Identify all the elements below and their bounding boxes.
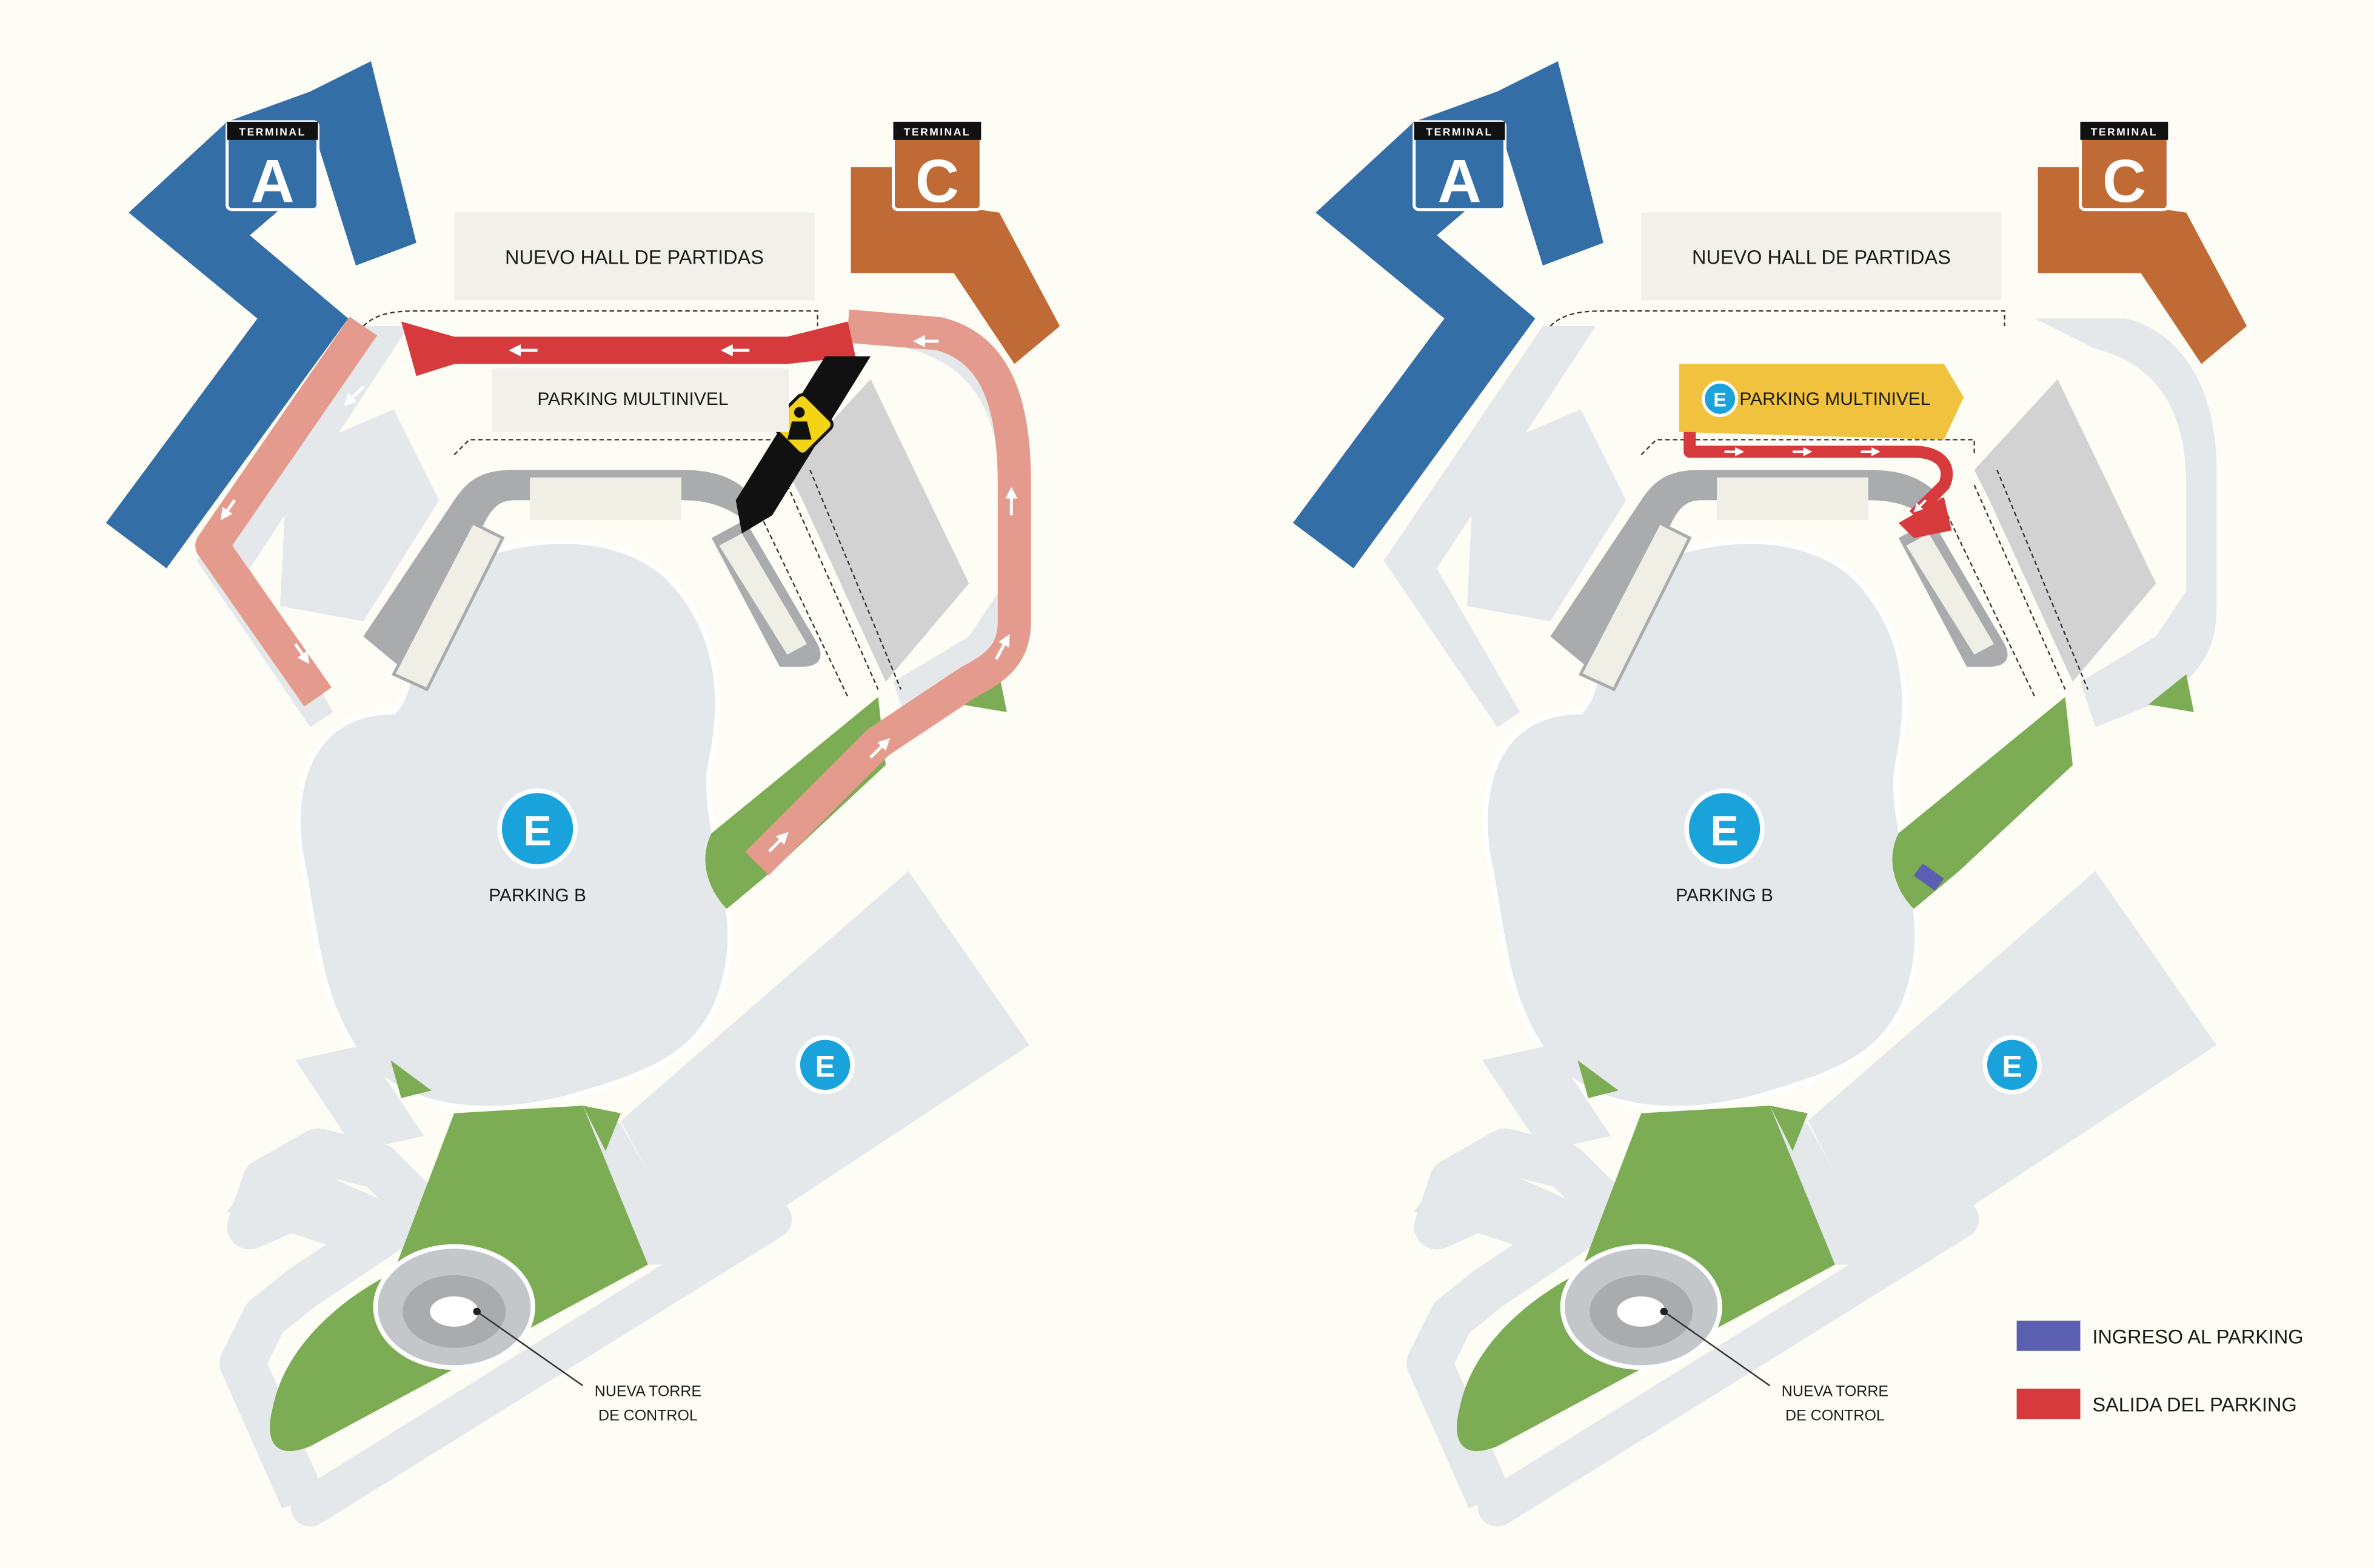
svg-text:C: C bbox=[915, 148, 959, 215]
terminal-c-building bbox=[2038, 167, 2247, 364]
entry-route bbox=[1913, 863, 1944, 891]
tower-label-line2: DE CONTROL bbox=[1785, 1407, 1885, 1424]
svg-text:E: E bbox=[815, 1050, 835, 1084]
legend-item-entry: INGRESO AL PARKING bbox=[2016, 1320, 2304, 1351]
parking-multinivel-highlight bbox=[1679, 364, 1964, 440]
tower-label-line1: NUEVA TORRE bbox=[595, 1383, 701, 1400]
svg-text:INGRESO AL PARKING: INGRESO AL PARKING bbox=[2092, 1326, 2303, 1347]
parking-b-icon: E bbox=[497, 788, 578, 869]
svg-text:SALIDA DEL PARKING: SALIDA DEL PARKING bbox=[2092, 1394, 2296, 1416]
hall-label: NUEVO HALL DE PARTIDAS bbox=[505, 247, 764, 269]
terminal-a-building bbox=[105, 61, 416, 569]
svg-text:TERMINAL: TERMINAL bbox=[1426, 125, 1493, 138]
parking-b-label: PARKING B bbox=[489, 886, 586, 906]
parking-multinivel-icon: E bbox=[1702, 380, 1739, 417]
svg-text:TERMINAL: TERMINAL bbox=[904, 125, 971, 138]
svg-text:E: E bbox=[1713, 389, 1727, 410]
terminal-c-building bbox=[851, 167, 1060, 364]
map-after: NUEVO HALL DE PARTIDAS E PARKING MULTINI… bbox=[1292, 61, 2247, 1507]
svg-text:E: E bbox=[1710, 807, 1739, 855]
parking-b-label: PARKING B bbox=[1676, 886, 1773, 906]
svg-text:A: A bbox=[250, 148, 294, 215]
terminal-c-badge: TERMINAL C bbox=[2078, 120, 2170, 215]
legend-item-exit: SALIDA DEL PARKING bbox=[2016, 1389, 2297, 1420]
svg-text:TERMINAL: TERMINAL bbox=[2091, 125, 2158, 138]
terminal-a-badge: TERMINAL A bbox=[1413, 120, 1506, 215]
map-before: NUEVO HALL DE PARTIDAS PARKING MULTINIVE… bbox=[105, 61, 1060, 1507]
terminal-a-badge: TERMINAL A bbox=[226, 120, 319, 215]
parking-icon-lower: E bbox=[1982, 1035, 2042, 1095]
tower-label-line2: DE CONTROL bbox=[598, 1407, 698, 1424]
svg-text:TERMINAL: TERMINAL bbox=[239, 125, 306, 138]
parking-multinivel-label: PARKING MULTINIVEL bbox=[537, 389, 728, 409]
tower-label-line1: NUEVA TORRE bbox=[1782, 1383, 1888, 1400]
closed-route bbox=[195, 309, 1031, 876]
parking-multinivel-box bbox=[492, 368, 789, 432]
svg-text:C: C bbox=[2102, 148, 2146, 215]
hall-box bbox=[1641, 212, 2002, 301]
svg-text:E: E bbox=[2002, 1050, 2022, 1084]
parking-icon-lower: E bbox=[795, 1035, 855, 1095]
svg-text:A: A bbox=[1437, 148, 1481, 215]
parking-multinivel-label: PARKING MULTINIVEL bbox=[1739, 389, 1930, 409]
terminal-a-building bbox=[1292, 61, 1603, 569]
svg-text:E: E bbox=[523, 807, 552, 855]
hall-label: NUEVO HALL DE PARTIDAS bbox=[1692, 247, 1951, 269]
legend: INGRESO AL PARKING SALIDA DEL PARKING bbox=[2016, 1320, 2304, 1420]
parking-b-icon: E bbox=[1684, 788, 1765, 869]
hall-box bbox=[454, 212, 815, 301]
terminal-c-badge: TERMINAL C bbox=[891, 120, 983, 215]
closed-route-main bbox=[401, 321, 856, 376]
exit-route bbox=[1684, 432, 1953, 520]
